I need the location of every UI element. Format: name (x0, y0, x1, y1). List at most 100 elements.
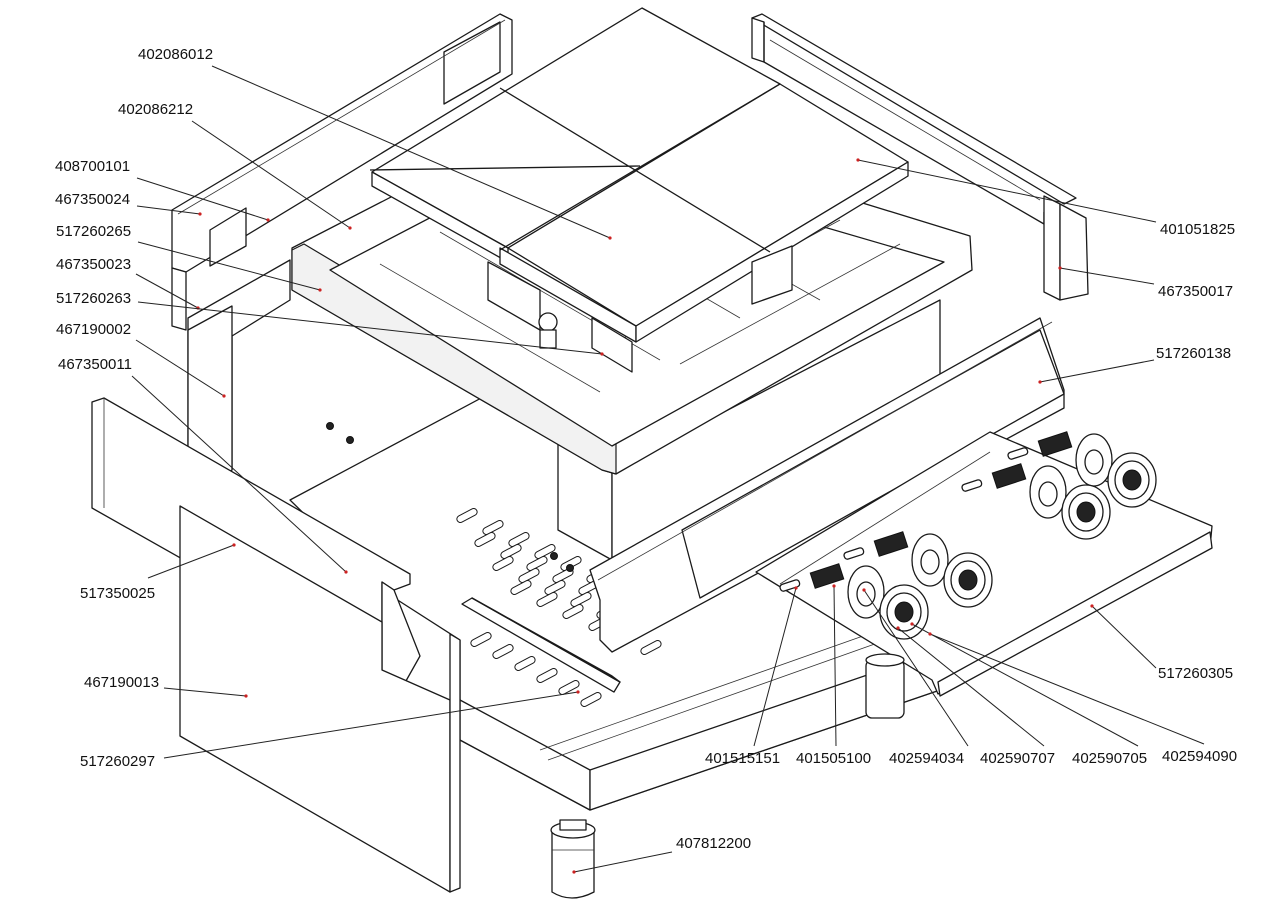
leader-line (897, 627, 1045, 747)
leader-line (911, 623, 1139, 747)
vent-slot (562, 603, 584, 620)
leader-line (929, 633, 1205, 745)
part-number-label: 402590705 (1072, 750, 1147, 767)
switch (873, 531, 909, 557)
leader-line (137, 301, 603, 355)
cooking-plates (369, 7, 909, 343)
leader-line (833, 585, 837, 747)
part-marker (348, 226, 352, 230)
part-marker (344, 570, 348, 574)
right-rear-frame (751, 13, 1089, 301)
part-number-label: 402086212 (118, 101, 193, 118)
part-number-label: 517260138 (1156, 345, 1231, 362)
vent-slot (492, 555, 514, 572)
front-foot (550, 819, 596, 899)
part-number-label: 402594034 (889, 750, 964, 767)
part-number-label: 517260305 (1158, 665, 1233, 682)
leader-line (753, 587, 797, 747)
part-marker (244, 694, 248, 698)
leader-line (211, 65, 611, 239)
leader-line (857, 159, 1157, 223)
vent-slot (536, 667, 558, 684)
heater-boxes (487, 245, 793, 373)
part-marker (572, 870, 576, 874)
part-number-label: 408700101 (55, 158, 130, 175)
vent-slot (510, 579, 532, 596)
leader-line (136, 177, 269, 221)
switch (991, 463, 1027, 489)
rear-panel (171, 13, 513, 331)
knob (961, 463, 1111, 540)
knob-assemblies (779, 431, 1157, 640)
leader-line (147, 544, 235, 579)
vent-slot (544, 579, 566, 596)
knob (1007, 431, 1157, 508)
leader-line (135, 273, 199, 309)
part-labels: 402086012 402086212 408700101 467350024 5172… (55, 46, 1237, 852)
part-marker (896, 626, 900, 630)
part-number-label: 517260297 (80, 753, 155, 770)
leader-line (163, 691, 579, 759)
leader-line (135, 339, 225, 397)
appliance-drawing (91, 7, 1213, 899)
part-number-label: 517260263 (56, 290, 131, 307)
vent-slot (640, 639, 662, 656)
leader-line (1039, 359, 1155, 383)
rear-foot (865, 653, 905, 719)
part-number-label: 402590707 (980, 750, 1055, 767)
part-number-label: 401505100 (796, 750, 871, 767)
front-rail (461, 597, 621, 693)
vent-slot (514, 655, 536, 672)
part-number-label: 467190013 (84, 674, 159, 691)
part-marker (910, 622, 914, 626)
vent-slot (500, 543, 522, 560)
leader-line (136, 205, 201, 215)
front-leg-panel (179, 505, 461, 893)
vent-slot (570, 591, 592, 608)
part-marker (600, 352, 604, 356)
part-marker (862, 588, 866, 592)
part-marker (198, 212, 202, 216)
part-number-label: 407812200 (676, 835, 751, 852)
leader-line (163, 687, 247, 697)
vent-slot (474, 531, 496, 548)
part-number-label: 402086012 (138, 46, 213, 63)
part-marker (832, 584, 836, 588)
part-number-label: 401515151 (705, 750, 780, 767)
leader-line (137, 241, 321, 291)
part-number-label: 517260265 (56, 223, 131, 240)
vent-slot (492, 643, 514, 660)
part-marker (266, 218, 270, 222)
vent-slot (470, 631, 492, 648)
vent-slot (558, 679, 580, 696)
leader-line (1091, 605, 1157, 669)
vent-slot (526, 555, 548, 572)
leader-lines (131, 65, 1205, 874)
part-number-label: 467350011 (58, 356, 132, 373)
part-marker (1058, 266, 1062, 270)
leader-line (191, 120, 351, 229)
leader-line (863, 589, 969, 747)
vent-slot (534, 543, 556, 560)
vent-slot (508, 531, 530, 548)
part-number-label: 517350025 (80, 585, 155, 602)
part-number-label: 401051825 (1160, 221, 1235, 238)
part-marker (794, 586, 798, 590)
vent-slot (482, 519, 504, 536)
part-number-label: 467190002 (56, 321, 131, 338)
part-marker (576, 690, 580, 694)
part-marker (232, 543, 236, 547)
vent-slot (518, 567, 540, 584)
vent-slot (456, 507, 478, 524)
center-column (557, 299, 941, 561)
part-marker (1038, 380, 1042, 384)
switch (809, 563, 845, 589)
vent-slot (580, 691, 602, 708)
part-number-label: 467350023 (56, 256, 131, 273)
part-number-label: 467350024 (55, 191, 130, 208)
leader-line (131, 375, 347, 573)
part-marker (608, 236, 612, 240)
switch (1037, 431, 1073, 457)
part-marker (318, 288, 322, 292)
